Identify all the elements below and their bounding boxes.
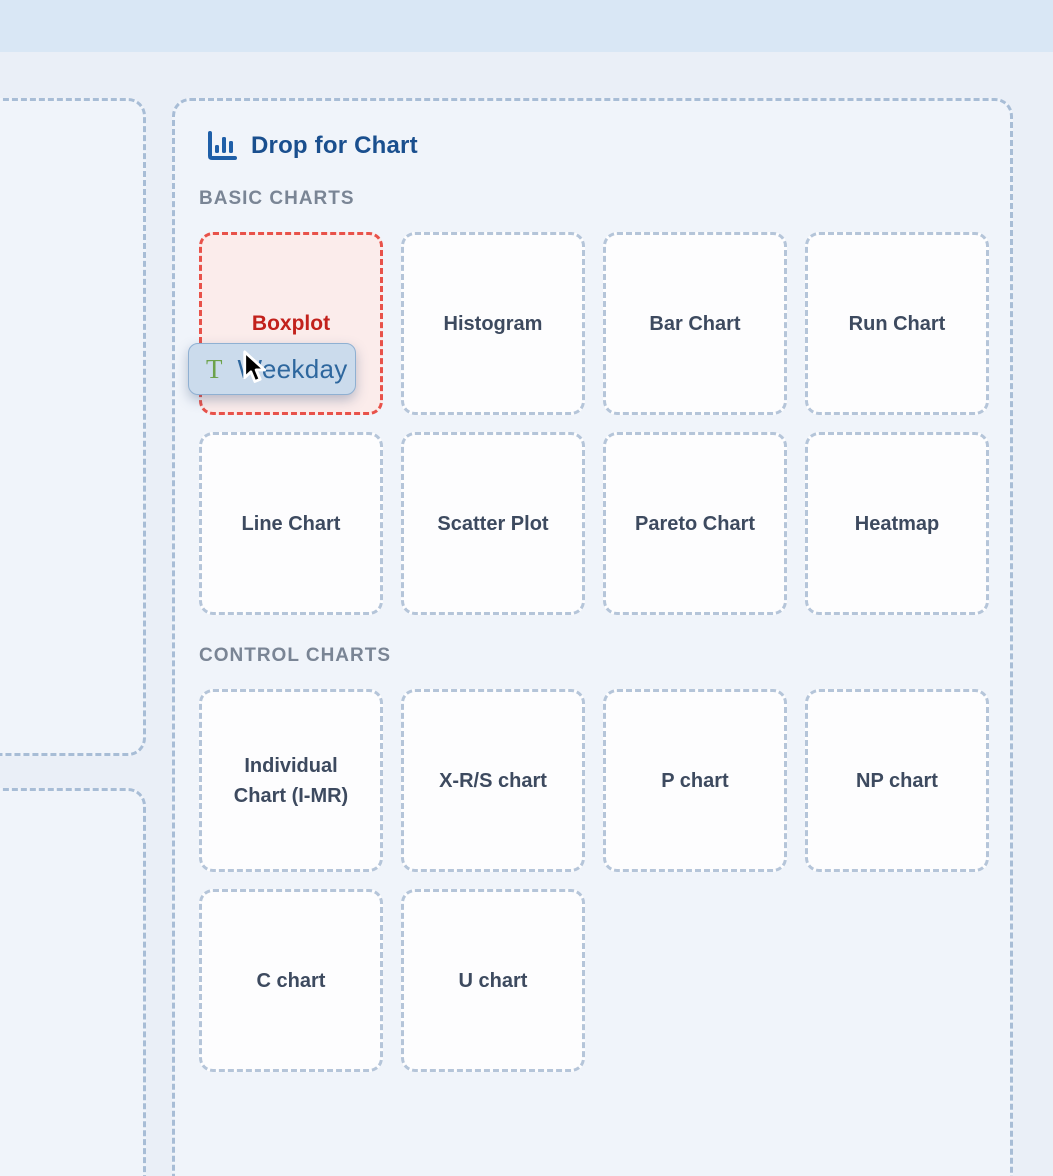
chart-tile-label: Line Chart <box>241 512 341 535</box>
bar-chart-icon <box>205 129 239 163</box>
chart-tile-label: Histogram <box>443 312 543 335</box>
chart-tile-label: Run Chart <box>848 312 946 335</box>
chart-tile-label: P chart <box>661 769 729 792</box>
panel-title: Drop for Chart <box>251 132 418 159</box>
chart-tile-np-chart[interactable]: NP chart <box>805 689 989 872</box>
chart-tile-label: Scatter Plot <box>437 512 549 535</box>
chart-drop-panel[interactable]: Drop for Chart BASIC CHARTS Boxplot Hist… <box>172 98 1013 1176</box>
chart-tile-label: C chart <box>256 969 326 992</box>
chart-tile-scatter-plot[interactable]: Scatter Plot <box>401 432 585 615</box>
chart-tile-bar-chart[interactable]: Bar Chart <box>603 232 787 415</box>
chart-tile-label: Heatmap <box>854 512 940 535</box>
chart-tile-histogram[interactable]: Histogram <box>401 232 585 415</box>
chart-tile-heatmap[interactable]: Heatmap <box>805 432 989 615</box>
chart-tile-u-chart[interactable]: U chart <box>401 889 585 1072</box>
chart-tile-label: NP chart <box>856 769 938 792</box>
chart-tile-label: X-R/S chart <box>439 769 547 792</box>
chart-tile-pareto-chart[interactable]: Pareto Chart <box>603 432 787 615</box>
top-bar <box>0 0 1053 52</box>
control-charts-grid: Individual Chart (I-MR) X-R/S chart P ch… <box>199 689 1010 1072</box>
chart-tile-line-chart[interactable]: Line Chart <box>199 432 383 615</box>
left-panel-bottom[interactable] <box>0 788 146 1176</box>
chart-tile-individual-chart-imr[interactable]: Individual Chart (I-MR) <box>199 689 383 872</box>
chart-tile-label: U chart <box>458 969 528 992</box>
section-label-control-charts: CONTROL CHARTS <box>199 645 392 666</box>
section-label-basic-charts: BASIC CHARTS <box>199 188 355 209</box>
chart-tile-p-chart[interactable]: P chart <box>603 689 787 872</box>
chart-tile-label: Pareto Chart <box>634 512 756 535</box>
chart-tile-run-chart[interactable]: Run Chart <box>805 232 989 415</box>
chart-tile-label: Bar Chart <box>649 312 741 335</box>
chart-tile-label: Individual Chart (I-MR) <box>233 754 349 807</box>
panel-header: Drop for Chart <box>205 129 1010 163</box>
drag-chip-weekday[interactable]: T Weekday <box>188 343 356 395</box>
chart-tile-xrs-chart[interactable]: X-R/S chart <box>401 689 585 872</box>
left-panel-top[interactable] <box>0 98 146 756</box>
chart-tile-label: Boxplot <box>251 311 331 335</box>
text-type-icon: T <box>206 353 223 384</box>
chart-tile-c-chart[interactable]: C chart <box>199 889 383 1072</box>
drag-chip-label: Weekday <box>237 353 348 384</box>
basic-charts-grid: Boxplot Histogram Bar Chart Run Chart Li… <box>199 232 1010 615</box>
